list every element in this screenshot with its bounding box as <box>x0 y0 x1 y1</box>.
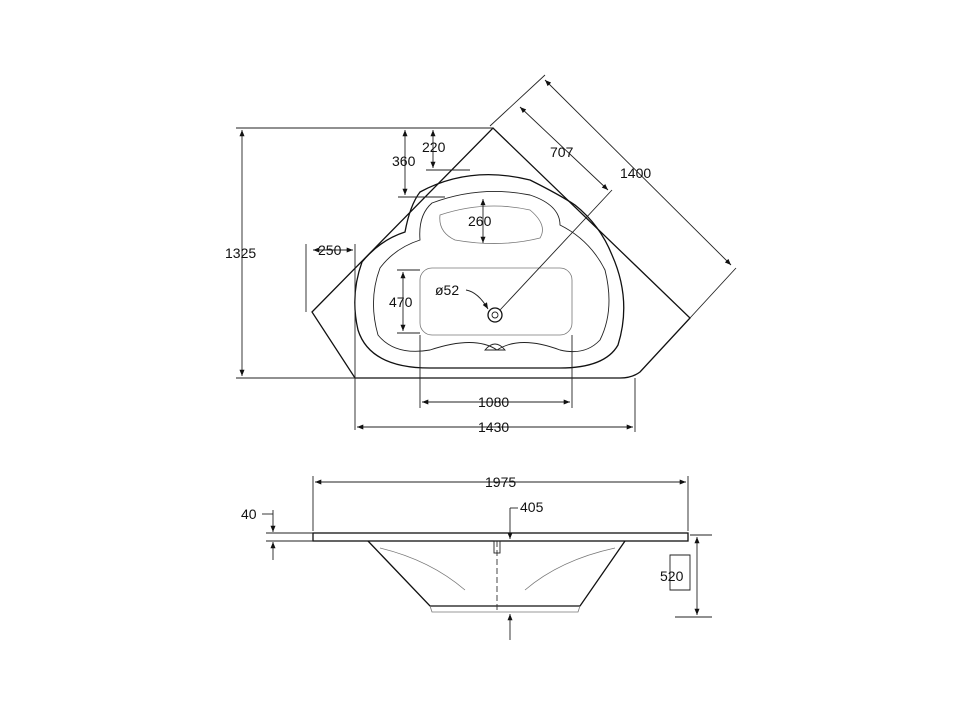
dim-360: 360 <box>392 153 416 169</box>
basin-profile <box>367 540 626 607</box>
top-view: 1325 360 220 260 250 470 ø52 707 1400 10… <box>225 74 737 435</box>
bath-outline <box>311 127 691 379</box>
dim-drain-diameter: ø52 <box>435 282 459 298</box>
rim <box>312 532 689 542</box>
basin-outer <box>354 173 625 369</box>
dim-1400: 1400 <box>620 165 651 181</box>
side-view: 1975 405 40 520 <box>241 474 712 640</box>
dim-1975: 1975 <box>485 474 516 490</box>
dim-220: 220 <box>422 139 446 155</box>
dim-260: 260 <box>468 213 492 229</box>
dim-470: 470 <box>389 294 413 310</box>
drain <box>487 307 503 323</box>
dim-40: 40 <box>241 506 257 522</box>
dim-520: 520 <box>660 568 684 584</box>
dim-405: 405 <box>520 499 544 515</box>
dim-1325: 1325 <box>225 245 256 261</box>
drain-inner <box>491 311 499 319</box>
overflow <box>484 343 506 351</box>
seat-area <box>419 267 573 336</box>
headrest <box>439 205 543 244</box>
dim-1080: 1080 <box>478 394 509 410</box>
dim-250: 250 <box>318 242 342 258</box>
dim-1430: 1430 <box>478 419 509 435</box>
dim-707: 707 <box>550 144 574 160</box>
